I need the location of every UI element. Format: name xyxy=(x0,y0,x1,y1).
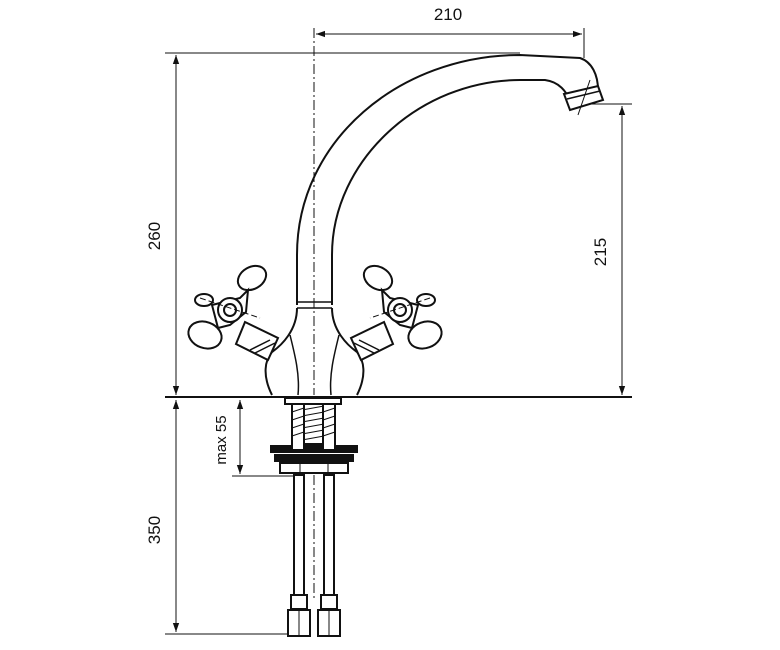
dimension-reach-label: 210 xyxy=(434,5,462,24)
dimension-total-height: 260 xyxy=(145,52,520,395)
dimension-hose-length: 350 xyxy=(145,400,290,635)
dimension-total-height-label: 260 xyxy=(145,222,164,250)
dimension-max-deck-label: max 55 xyxy=(213,415,230,464)
left-hose xyxy=(287,403,311,637)
right-hose xyxy=(317,403,341,637)
left-handle xyxy=(187,264,280,362)
dimension-reach: 210 xyxy=(316,5,585,58)
dimension-hose-length-label: 350 xyxy=(145,516,164,544)
spout xyxy=(296,53,605,309)
dimension-spout-height-label: 215 xyxy=(591,238,610,266)
right-handle xyxy=(349,264,443,362)
mounting-assembly xyxy=(270,397,358,474)
dimension-spout-height: 215 xyxy=(590,103,632,395)
dimension-max-deck: max 55 xyxy=(213,400,300,477)
